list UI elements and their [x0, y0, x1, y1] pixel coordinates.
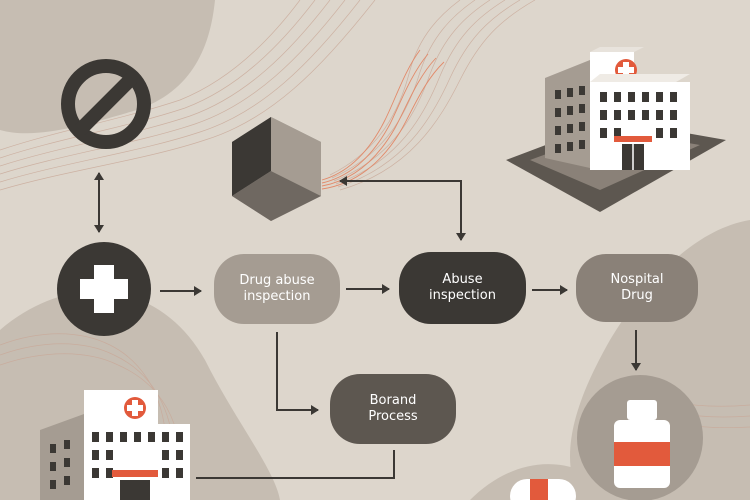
- medicine-bottle-icon: [577, 375, 703, 500]
- hospital-building-icon: [506, 47, 726, 212]
- arrow-drug-abuse-to-borand: [276, 332, 319, 415]
- node-shape-abuse-inspection: [399, 252, 526, 324]
- arrow-cube-to-abuse: [339, 176, 466, 241]
- hexagon-cube-icon: [232, 117, 321, 221]
- capsule-icon: [510, 479, 576, 500]
- node-borand-process[interactable]: Borand Process: [330, 374, 456, 444]
- medical-cross-icon: [57, 242, 151, 336]
- connector-borand-to-hospital: [196, 450, 395, 479]
- cube-wave-lines: [321, 49, 445, 190]
- node-label: Nospital Drug: [610, 272, 664, 303]
- node-label: Drug abuse inspection: [239, 273, 315, 304]
- node-shape-borand-process: [330, 374, 456, 444]
- prohibited-icon: [61, 59, 151, 149]
- node-drug-abuse-inspection[interactable]: Drug abuse inspection: [214, 254, 340, 324]
- hospital-building-icon: [40, 390, 190, 500]
- node-shape-nospital-drug: [576, 254, 698, 322]
- node-nospital-drug[interactable]: Nospital Drug: [576, 254, 698, 322]
- node-label: Abuse inspection: [429, 272, 496, 303]
- node-shape-drug-abuse-inspection: [214, 254, 340, 324]
- node-abuse-inspection[interactable]: Abuse inspection: [399, 252, 526, 324]
- node-label: Borand Process: [368, 393, 418, 424]
